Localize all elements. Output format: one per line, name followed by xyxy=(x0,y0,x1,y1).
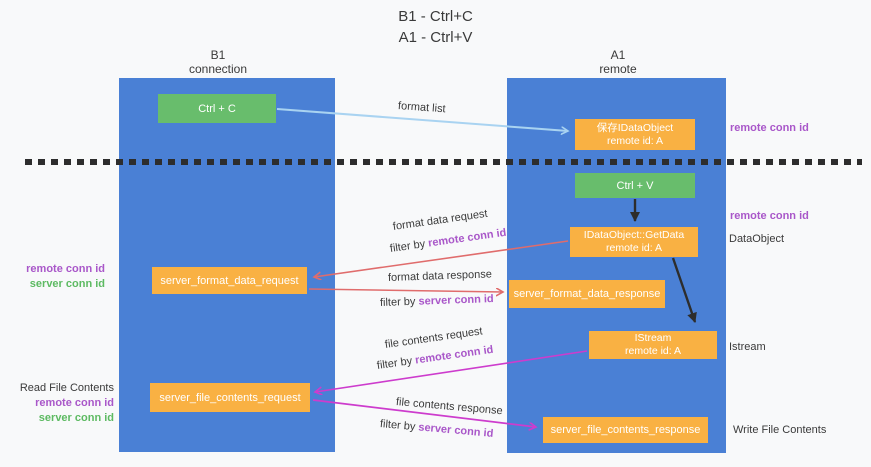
ctrl-v-box: Ctrl + V xyxy=(575,173,695,198)
title-line-1: B1 - Ctrl+C xyxy=(398,8,473,25)
getdata-title: IDataObject::GetData xyxy=(583,229,685,241)
lane-header-a1: A1 remote xyxy=(548,48,688,76)
lane-b1-subtitle: connection xyxy=(188,62,248,76)
save-idataobject-title: 保存IDataObject xyxy=(596,121,674,134)
diagram-title: B1 - Ctrl+C A1 - Ctrl+V xyxy=(0,6,871,48)
istream-side-label: Istream xyxy=(729,341,766,353)
write-file-contents-label: Write File Contents xyxy=(733,424,827,436)
dataobject-label: DataObject xyxy=(729,233,785,245)
ctrl-c-box: Ctrl + C xyxy=(158,94,276,123)
title-line-2: A1 - Ctrl+V xyxy=(398,29,473,46)
format-list-arrow xyxy=(276,108,568,131)
save-idataobject-remote-id: remote id: A xyxy=(606,134,664,147)
lane-a1-subtitle: remote xyxy=(599,62,637,76)
remote-conn-id-left-label-1: remote conn id xyxy=(26,263,105,275)
read-file-contents-label: Read File Contents xyxy=(19,382,114,394)
istream-box: IStream remote id: A xyxy=(589,331,717,359)
istream-remote-id: remote id: A xyxy=(624,345,682,357)
remote-conn-id-left-label-2: remote conn id xyxy=(35,397,114,409)
lane-a1-name: A1 xyxy=(610,48,626,62)
format-data-response-arrow xyxy=(308,289,503,292)
lane-b1-name: B1 xyxy=(210,48,226,62)
getdata-to-istream-arrow xyxy=(671,257,697,323)
remote-conn-id-right-label-1: remote conn id xyxy=(730,122,809,134)
idataobject-getdata-box: IDataObject::GetData remote id: A xyxy=(570,227,698,257)
filter-by-text: filter by xyxy=(379,295,416,309)
server-conn-id-left-label-1: server conn id xyxy=(29,278,105,290)
format-data-request-arrow xyxy=(314,240,569,277)
session-divider-dashed-line xyxy=(25,159,862,165)
file-contents-response-arrow xyxy=(312,399,536,427)
server-file-contents-response-box: server_file_contents_response xyxy=(543,417,708,443)
server-format-data-response-box: server_format_data_response xyxy=(509,280,665,308)
istream-title: IStream xyxy=(634,332,672,344)
file-request-conn-id-group: Read File Contents remote conn id server… xyxy=(15,381,114,426)
save-idataobject-box: 保存IDataObject remote id: A xyxy=(575,119,695,150)
server-format-data-request-box: server_format_data_request xyxy=(152,267,307,294)
remote-conn-id-right-label-2: remote conn id xyxy=(730,210,809,222)
server-conn-id-left-label-2: server conn id xyxy=(38,412,114,424)
getdata-remote-id: remote id: A xyxy=(605,242,663,254)
lane-header-b1: B1 connection xyxy=(148,48,288,76)
file-contents-request-arrow xyxy=(315,350,588,392)
format-request-conn-id-group: remote conn id server conn id xyxy=(15,262,105,292)
server-file-contents-request-box: server_file_contents_request xyxy=(150,383,310,412)
